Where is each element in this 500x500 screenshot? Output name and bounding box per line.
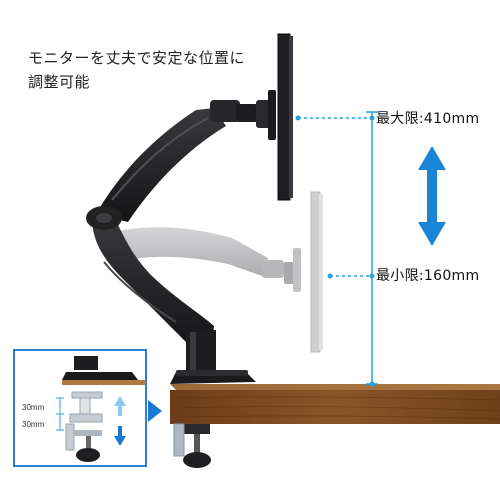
max-height-label: 最大限:410mm [376, 111, 480, 127]
monitor [277, 33, 293, 201]
clamp-gap-top-label: 30mm [22, 403, 45, 412]
lowered-arm-ghost [112, 227, 301, 292]
height-dimension-lines [295, 111, 378, 387]
desk [170, 384, 500, 424]
clamp-gap-bottom-label: 30mm [22, 420, 45, 429]
headline-line-1: モニターを丈夫で安定な位置に [28, 49, 246, 67]
clamp-inset [13, 349, 162, 467]
up-down-arrow-icon [418, 146, 446, 246]
lowered-monitor-ghost [310, 191, 323, 353]
min-height-label: 最小限:160mm [376, 268, 480, 284]
monitor-arm [86, 90, 276, 468]
headline-line-2: 調整可能 [28, 73, 91, 91]
headline: モニターを丈夫で安定な位置に 調整可能 [28, 46, 268, 94]
